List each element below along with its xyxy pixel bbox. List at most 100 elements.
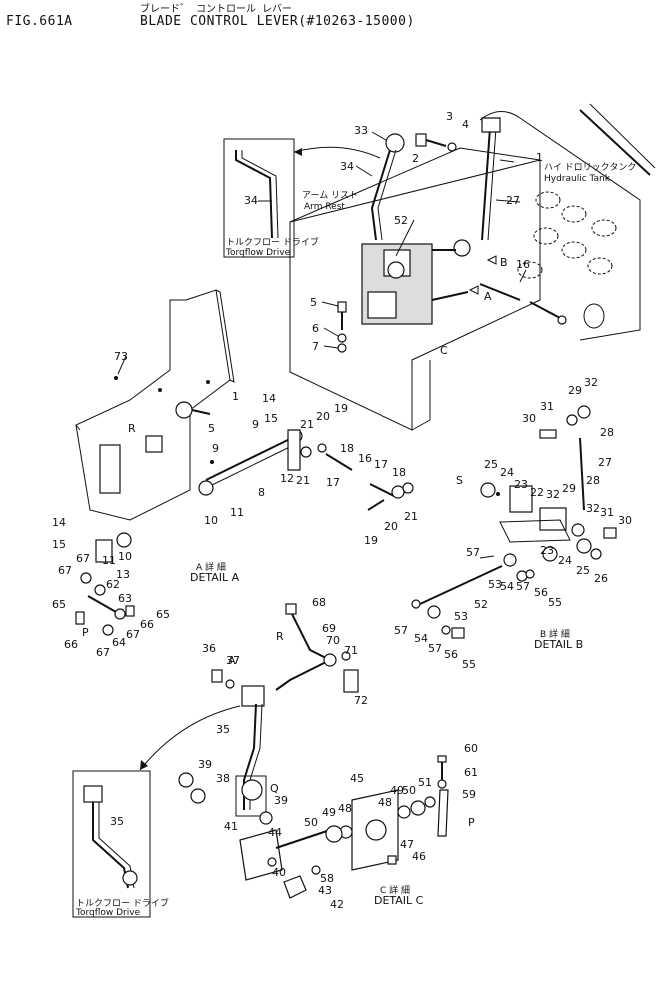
arm-rest-jp: アーム リスト	[302, 190, 358, 201]
callout-P-left: P	[82, 626, 89, 639]
callout-20: 20	[316, 410, 330, 423]
callout-43: 43	[318, 884, 332, 897]
callout-26: 26	[594, 572, 608, 585]
callout-labels: 1 1 2 3 4 5 5 6 7 8 9 9 10 10 11 11 12 1…	[52, 110, 632, 911]
callout-34-inset: 34	[244, 194, 258, 207]
title-japanese: ブレード゛ コントロール レバー	[140, 4, 293, 15]
leader-lines	[117, 131, 527, 559]
callout-14: 14	[52, 516, 66, 529]
callout-17: 17	[326, 476, 340, 489]
callout-5: 5	[310, 296, 317, 309]
callout-11: 11	[102, 554, 116, 567]
callout-23: 23	[540, 544, 554, 557]
callout-67: 67	[58, 564, 72, 577]
inset-caption-jp-35: トルクフロー ドライブ	[76, 897, 169, 909]
callout-15: 15	[264, 412, 278, 425]
callout-33: 33	[354, 124, 368, 137]
callout-23: 23	[514, 478, 528, 491]
callout-57: 57	[516, 580, 530, 593]
callout-31: 31	[540, 400, 554, 413]
callout-19: 19	[334, 402, 348, 415]
lever-knob-33	[385, 133, 405, 153]
callout-13: 13	[116, 568, 130, 581]
callout-1: 1	[232, 390, 239, 403]
callout-57: 57	[466, 546, 480, 559]
callout-B: B	[500, 256, 508, 269]
detail-c-label: DETAIL C	[374, 894, 424, 907]
callout-65: 65	[52, 598, 66, 611]
callout-50: 50	[304, 816, 318, 829]
callout-32: 32	[586, 502, 600, 515]
arm-rest-assembly	[289, 103, 656, 431]
callout-10: 10	[118, 550, 132, 563]
callout-72: 72	[354, 694, 368, 707]
callout-18: 18	[340, 442, 354, 455]
callout-62: 62	[106, 578, 120, 591]
callout-28: 28	[600, 426, 614, 439]
callout-20: 20	[384, 520, 398, 533]
callout-4: 4	[462, 118, 469, 131]
rod-27	[579, 437, 585, 511]
callout-54: 54	[414, 632, 428, 645]
callout-48: 48	[378, 796, 392, 809]
callout-Q: Q	[270, 782, 279, 795]
inset-frame-35	[72, 770, 151, 918]
callout-54: 54	[500, 580, 514, 593]
callout-52: 52	[394, 214, 408, 227]
rod-16	[479, 283, 521, 301]
inset-torqflow-34: 34 トルクフロー ドライブ Torqflow Drive	[223, 138, 381, 258]
figure-number: FIG.661A	[6, 14, 73, 29]
callout-32: 32	[584, 376, 598, 389]
callout-15: 15	[52, 538, 66, 551]
inset-caption-jp: トルクフロー ドライブ	[226, 236, 319, 248]
callout-1: 1	[536, 151, 543, 164]
callout-9: 9	[212, 442, 219, 455]
callout-51: 51	[418, 776, 432, 789]
callout-8: 8	[258, 486, 265, 499]
callout-25: 25	[576, 564, 590, 577]
callout-R: R	[128, 422, 136, 435]
callout-32: 32	[546, 488, 560, 501]
callout-61: 61	[464, 766, 478, 779]
callout-29: 29	[568, 384, 582, 397]
callout-10: 10	[204, 514, 218, 527]
callout-48: 48	[338, 802, 352, 815]
callout-60: 60	[464, 742, 478, 755]
shaft-8	[205, 435, 297, 481]
callout-14: 14	[262, 392, 276, 405]
callout-35: 35	[216, 723, 230, 736]
callout-47: 47	[400, 838, 414, 851]
callout-55: 55	[462, 658, 476, 671]
callout-21: 21	[296, 474, 310, 487]
callout-46: 46	[412, 850, 426, 863]
callout-56: 56	[534, 586, 548, 599]
callout-55: 55	[548, 596, 562, 609]
detail-b-jp: B 詳 細	[540, 628, 570, 640]
callout-49: 49	[390, 784, 404, 797]
inset-link-arrow	[293, 146, 381, 159]
lever-34	[370, 149, 391, 241]
callout-37: 37	[226, 654, 240, 667]
arm-rest-en: Arm Rest	[304, 202, 345, 212]
callout-27: 27	[506, 194, 520, 207]
callout-3: 3	[446, 110, 453, 123]
callout-56: 56	[444, 648, 458, 661]
inset-caption-en-35: Torqflow Drive	[75, 908, 141, 918]
spring-72	[343, 669, 359, 693]
tank-en: Hydraulic Tank	[544, 174, 611, 184]
callout-65: 65	[156, 608, 170, 621]
callout-69: 69	[322, 622, 336, 635]
bracket-plate-1	[75, 289, 231, 521]
bracket-assembly	[75, 289, 414, 636]
hydraulic-tank	[479, 111, 641, 341]
callout-39: 39	[198, 758, 212, 771]
callout-59: 59	[462, 788, 476, 801]
callout-21: 21	[300, 418, 314, 431]
callout-50: 50	[402, 784, 416, 797]
inset-torqflow-35: 35 トルクフロー ドライブ Torqflow Drive	[72, 705, 241, 918]
callout-7: 7	[312, 340, 319, 353]
callout-70: 70	[326, 634, 340, 647]
callout-27: 27	[598, 456, 612, 469]
callout-41: 41	[224, 820, 238, 833]
